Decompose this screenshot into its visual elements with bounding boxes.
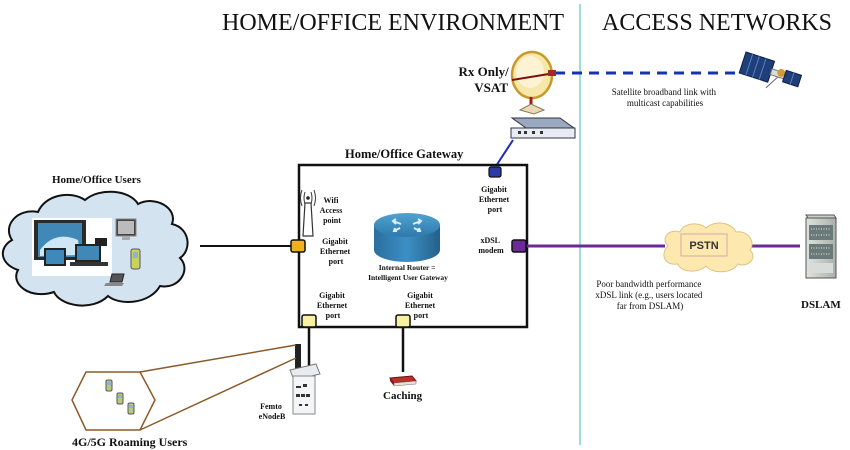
port-bottom-left: [301, 314, 317, 328]
header-access-networks: ACCESS NETWORKS: [602, 10, 832, 36]
mobile-phone-icon: [130, 248, 141, 270]
satellite-icon: [738, 51, 803, 89]
caching-storage-icon: [389, 375, 417, 387]
home-users-label: Home/Office Users: [52, 174, 142, 186]
port-bottom-left-label: Gigabit Ethernet port: [317, 291, 349, 320]
port-xdsl-label: xDSL modem: [478, 236, 504, 255]
pstn-label: PSTN: [689, 240, 718, 252]
femto-label: Femto eNodeB: [259, 402, 286, 421]
caching-label: Caching: [383, 390, 423, 402]
coverage-line-top: [139, 344, 297, 373]
port-top-right-label: Gigabit Ethernet port: [479, 185, 511, 214]
vsat-label: Rx Only/ VSAT: [459, 64, 512, 95]
coverage-hexagon: [71, 371, 156, 431]
wifi-label: Wifi Access point: [320, 196, 345, 225]
gateway-title: Home/Office Gateway: [345, 147, 464, 161]
vsat-dish-icon: [510, 50, 556, 115]
dslam-rack-icon: [805, 214, 837, 279]
port-bottom-center-label: Gigabit Ethernet port: [405, 291, 437, 320]
router-label: Internal Router = Intelligent User Gatew…: [368, 263, 448, 282]
media-devices-icon: [32, 218, 112, 276]
roaming-users-label: 4G/5G Roaming Users: [72, 435, 188, 449]
laptop-icon: [104, 273, 125, 286]
dslam-label: DSLAM: [801, 299, 841, 311]
router-icon: [374, 213, 440, 262]
port-bottom-center: [395, 314, 411, 328]
roaming-phones-icon: [105, 379, 135, 415]
vsat-to-gateway-line: [495, 139, 514, 167]
port-left: [290, 239, 306, 253]
port-top-right: [488, 166, 502, 178]
header-home-office: HOME/OFFICE ENVIRONMENT: [222, 10, 564, 36]
coverage-line-bottom: [139, 357, 297, 431]
vsat-modem-icon: [510, 117, 576, 139]
wifi-access-point-icon: [300, 189, 316, 237]
femto-enodeb-icon: [289, 344, 321, 415]
monitor-icon: [115, 218, 137, 240]
pstn-box: [680, 233, 728, 257]
xdsl-link-label: Poor bandwidth performance xDSL link (e.…: [595, 279, 704, 311]
port-left-label: Gigabit Ethernet port: [320, 237, 352, 266]
satellite-link-label: Satellite broadband link with multicast …: [612, 87, 718, 108]
port-xdsl: [511, 239, 527, 253]
